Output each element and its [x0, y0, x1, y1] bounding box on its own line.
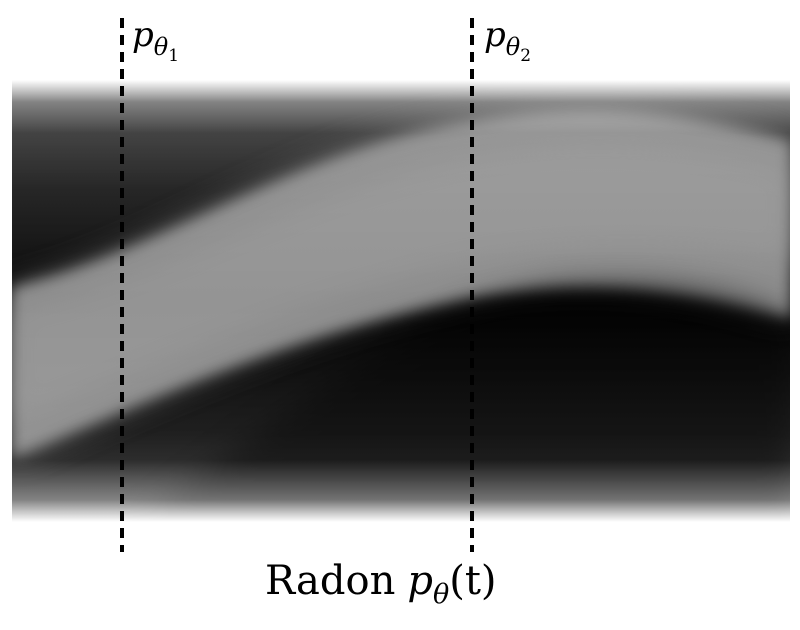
- projection-label-1: pθ1: [132, 15, 179, 66]
- projection-line-2: pθ2: [470, 15, 531, 552]
- projection-line-1: pθ1: [120, 15, 179, 552]
- sinogram-image: [12, 80, 790, 522]
- projection-label-2: pθ2: [484, 15, 531, 66]
